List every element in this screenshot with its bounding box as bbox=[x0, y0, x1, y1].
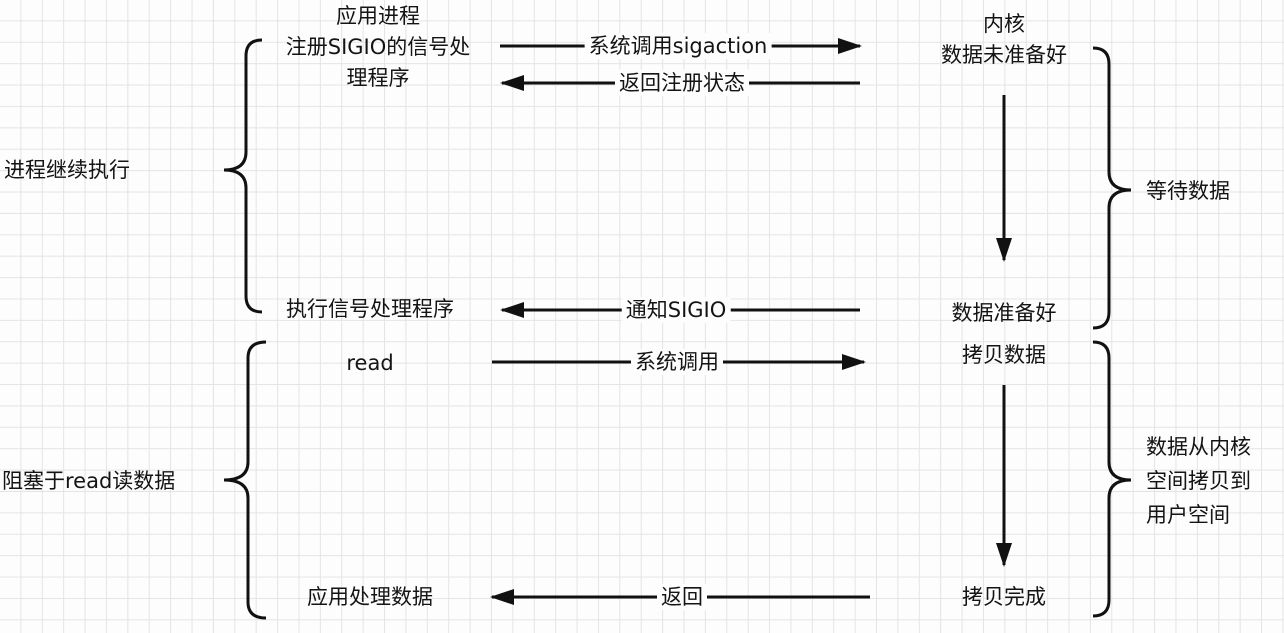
brace-continue-exec bbox=[223, 38, 263, 314]
notify-sigio-label: 通知SIGIO bbox=[621, 297, 731, 323]
app-process-label: 应用进程 bbox=[336, 4, 420, 28]
copy-desc-line2: 空间拷贝到 bbox=[1146, 469, 1251, 493]
copy-done-label: 拷贝完成 bbox=[962, 585, 1046, 609]
data-not-ready-label: 数据未准备好 bbox=[941, 43, 1067, 67]
blocked-read-label: 阻塞于read读数据 bbox=[2, 469, 176, 493]
app-process-data-label: 应用处理数据 bbox=[307, 585, 433, 609]
brace-copy-data bbox=[1092, 340, 1132, 618]
syscall-label: 系统调用 bbox=[631, 349, 723, 375]
return-reg-status-label: 返回注册状态 bbox=[615, 70, 749, 96]
wait-data-label: 等待数据 bbox=[1146, 179, 1230, 203]
brace-blocked-read bbox=[223, 340, 267, 620]
brace-wait-data bbox=[1092, 46, 1132, 330]
sigaction-call-label: 系统调用sigaction bbox=[584, 33, 772, 59]
copy-desc-line3: 用户空间 bbox=[1146, 503, 1230, 527]
handler-program-label: 理程序 bbox=[346, 66, 410, 90]
copy-desc-line1: 数据从内核 bbox=[1146, 435, 1251, 459]
register-sigio-label: 注册SIGIO的信号处 bbox=[285, 35, 471, 59]
continue-exec-label: 进程继续执行 bbox=[4, 158, 130, 182]
copy-data-label: 拷贝数据 bbox=[962, 343, 1046, 367]
return-label: 返回 bbox=[657, 584, 707, 610]
exec-handler-label: 执行信号处理程序 bbox=[286, 297, 454, 321]
kernel-label: 内核 bbox=[983, 12, 1025, 36]
data-ready-label: 数据准备好 bbox=[951, 301, 1057, 325]
read-label: read bbox=[346, 351, 394, 375]
